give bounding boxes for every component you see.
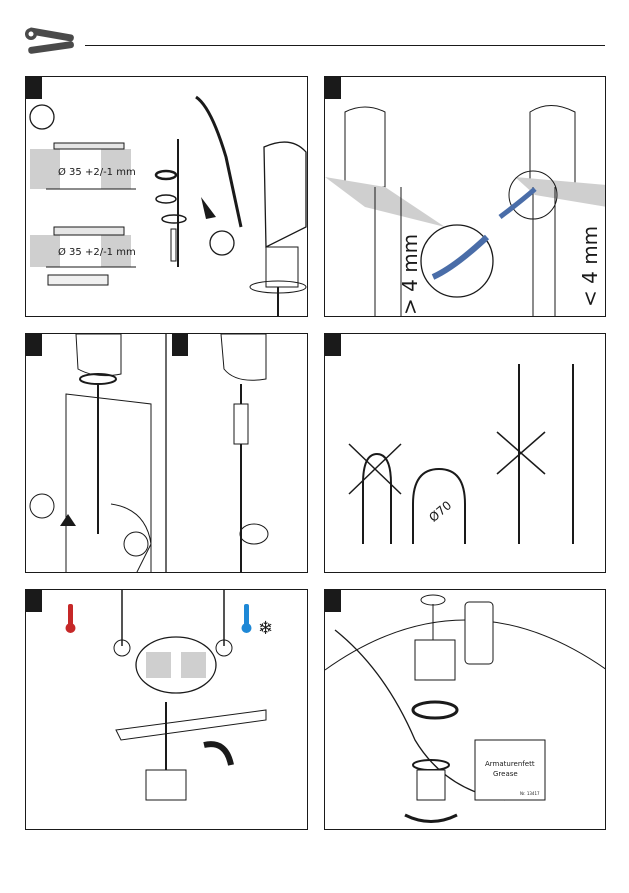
grease-label-line2: Grease — [493, 770, 518, 778]
hot-thermometer-icon — [65, 604, 76, 633]
step-panel-4: Ø70 — [324, 333, 606, 573]
step-number-tab — [325, 590, 341, 612]
step-number-tab-b — [172, 334, 188, 356]
step-number-tab — [26, 77, 42, 99]
step-panel-1: Ø 35 +2/-1 mm Ø 35 +2/-1 mm — [25, 76, 308, 317]
label-less-4mm: < 4 mm — [578, 226, 602, 307]
step-panel-5: ❄ — [25, 589, 308, 830]
dimension-bottom: Ø 35 +2/-1 mm — [58, 246, 136, 258]
step-panel-6: Armaturenfett Grease Nr. 13417 — [324, 589, 606, 830]
step-panel-2: > 4 mm < 4 mm — [324, 76, 606, 317]
header-rule — [85, 45, 605, 47]
callout-circle — [29, 104, 55, 130]
step-number-tab — [325, 334, 341, 356]
cross-mark-icon — [348, 443, 402, 495]
label-greater-4mm: > 4 mm — [398, 234, 422, 315]
snowflake-icon: ❄ — [258, 618, 273, 639]
cross-mark-icon — [496, 431, 546, 475]
cold-thermometer-icon — [241, 604, 252, 633]
step-number-tab — [26, 334, 42, 356]
grease-label-code: Nr. 13417 — [520, 791, 540, 796]
grease-label-line1: Armaturenfett — [485, 760, 535, 768]
bend-radius-label: Ø70 — [426, 498, 454, 525]
dimension-top: Ø 35 +2/-1 mm — [58, 166, 136, 178]
step-panel-3 — [25, 333, 308, 573]
step-number-tab — [26, 590, 42, 612]
tools-icon — [24, 25, 78, 59]
step-number-tab — [325, 77, 341, 99]
